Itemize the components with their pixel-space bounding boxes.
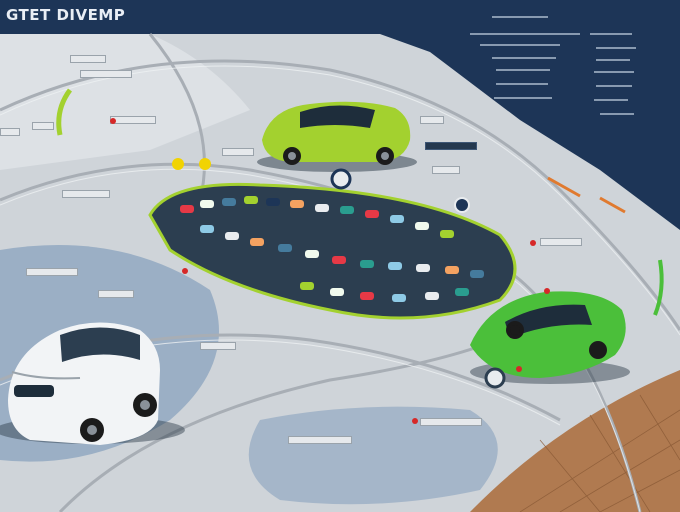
green-accent-right bbox=[653, 259, 664, 316]
map-label bbox=[420, 418, 482, 426]
map-label bbox=[98, 290, 134, 298]
map-label bbox=[288, 436, 352, 444]
red-pin bbox=[516, 366, 522, 372]
white-car bbox=[0, 322, 185, 445]
map-label bbox=[420, 116, 444, 124]
map-label bbox=[222, 148, 254, 156]
map-label bbox=[425, 142, 477, 150]
green-sports-car bbox=[470, 291, 630, 384]
map-label bbox=[32, 122, 54, 130]
orange-poles bbox=[547, 176, 626, 214]
parking-lot-rim bbox=[148, 182, 517, 320]
map-label bbox=[26, 268, 78, 276]
page-title: GTET DIVEMP bbox=[6, 6, 126, 24]
red-pin bbox=[544, 288, 550, 294]
red-pin bbox=[530, 240, 536, 246]
red-pin bbox=[182, 268, 188, 274]
red-pin bbox=[110, 118, 116, 124]
map-label bbox=[0, 128, 20, 136]
lime-sports-car bbox=[257, 101, 417, 172]
brick-grid bbox=[519, 394, 680, 512]
header-text-lines bbox=[470, 16, 636, 115]
map-label bbox=[80, 70, 132, 78]
map-label bbox=[540, 238, 582, 246]
lime-accent-left bbox=[56, 88, 73, 136]
map-label bbox=[432, 166, 460, 174]
round-markers bbox=[172, 158, 520, 389]
map-label bbox=[110, 116, 156, 124]
map-label bbox=[200, 342, 236, 350]
parked-cars bbox=[180, 196, 484, 302]
water-bottom bbox=[248, 406, 498, 505]
red-pin bbox=[412, 418, 418, 424]
map-label bbox=[62, 190, 110, 198]
map-label bbox=[70, 55, 106, 63]
terrain-light bbox=[0, 34, 250, 170]
brick-ground bbox=[470, 370, 680, 512]
